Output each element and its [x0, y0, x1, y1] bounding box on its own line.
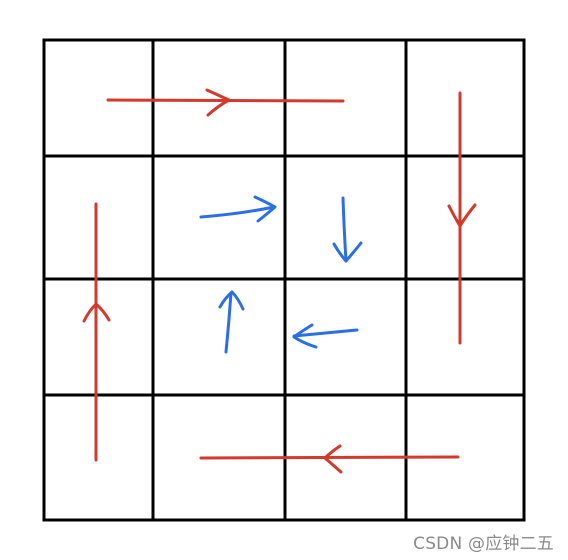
outer-arrow-up	[82, 202, 111, 462]
outer-ring-arrows	[82, 88, 477, 474]
outer-arrow-left	[199, 444, 460, 474]
inner-arrow-left	[292, 323, 359, 349]
inner-arrow-right	[199, 195, 277, 223]
outer-arrow-down	[447, 91, 477, 345]
inner-arrow-up	[218, 290, 245, 354]
outer-arrow-right	[106, 88, 345, 117]
watermark-text: CSDN @应钟二五	[413, 534, 554, 554]
inner-arrow-down	[332, 196, 363, 263]
grid	[42, 38, 526, 522]
inner-ring-arrows	[199, 195, 363, 354]
